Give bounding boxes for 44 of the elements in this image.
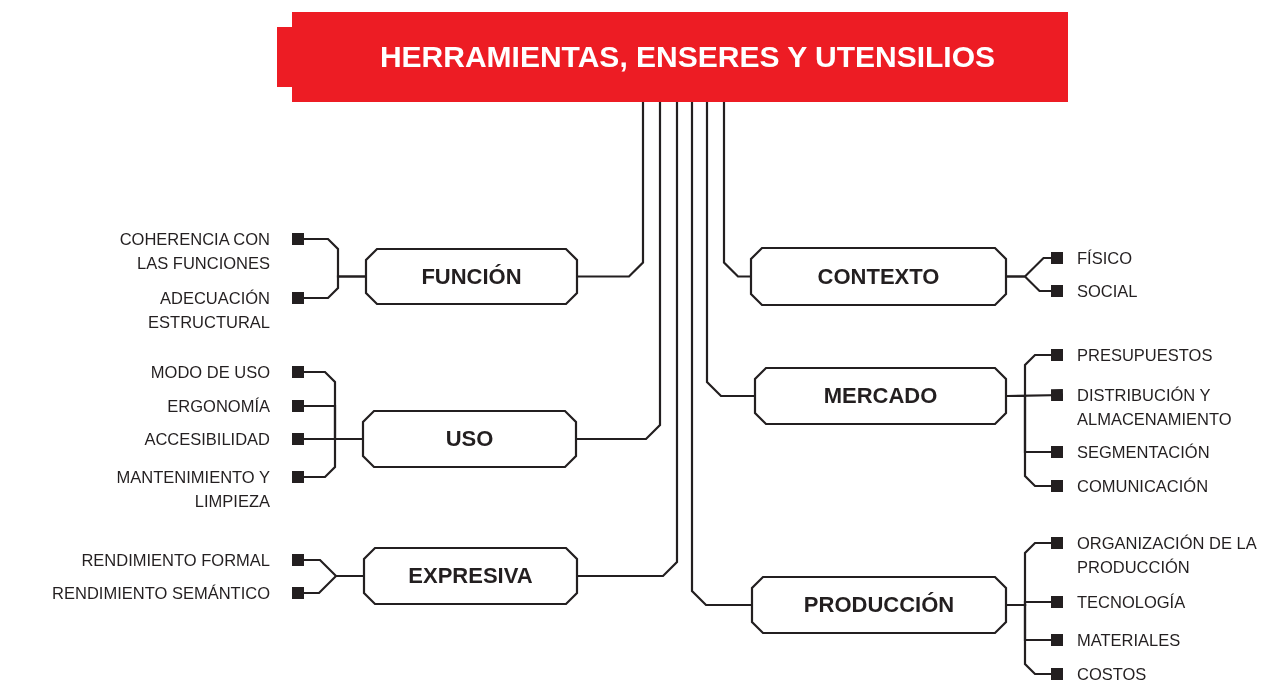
category-box — [750, 247, 1007, 306]
item-label: ADECUACIÓN ESTRUCTURAL — [120, 286, 292, 334]
item-label: PRESUPUESTOS — [1063, 343, 1213, 367]
connector-line — [577, 102, 662, 441]
item-label: COHERENCIA CON LAS FUNCIONES — [105, 227, 292, 275]
connector-line — [1007, 603, 1063, 680]
category-box — [362, 410, 577, 468]
category-box — [363, 547, 578, 605]
connector-line — [578, 102, 645, 278]
category-label: FUNCIÓN — [421, 263, 522, 290]
category-label: MERCADO — [823, 383, 938, 409]
item-label: DISTRIBUCIÓN Y ALMACENAMIENTO — [1063, 383, 1237, 431]
item-label: FÍSICO — [1063, 246, 1132, 270]
item-label: MODO DE USO — [150, 360, 292, 384]
item-label: SEGMENTACIÓN — [1063, 440, 1210, 464]
item-label: ERGONOMÍA — [167, 394, 292, 418]
item-label: MANTENIMIENTO Y LIMPIEZA — [110, 465, 292, 513]
item-label: COSTOS — [1063, 662, 1147, 684]
item-label: MATERIALES — [1063, 628, 1181, 652]
connector-line — [722, 102, 750, 278]
item-label: ORGANIZACIÓN DE LA PRODUCCIÓN — [1063, 531, 1267, 579]
category-box — [365, 248, 578, 305]
category-label: EXPRESIVA — [408, 563, 533, 589]
category-box — [754, 367, 1007, 425]
category-label: CONTEXTO — [817, 263, 940, 290]
connector-line — [1007, 394, 1063, 492]
connector-line — [578, 102, 679, 578]
connector-line — [292, 574, 363, 599]
connector-line — [292, 437, 362, 483]
title-banner — [277, 12, 1068, 102]
item-label: COMUNICACIÓN — [1063, 474, 1209, 498]
connector-line — [1007, 275, 1063, 297]
category-label: USO — [445, 426, 494, 452]
connector-line — [690, 102, 751, 607]
item-label: TECNOLOGÍA — [1063, 590, 1186, 614]
category-box — [751, 576, 1007, 634]
category-label: PRODUCCIÓN — [803, 592, 955, 618]
item-label: RENDIMIENTO FORMAL — [81, 548, 292, 572]
connector-line — [705, 102, 754, 398]
title-text: HERRAMIENTAS, ENSERES Y UTENSILIOS — [378, 40, 996, 74]
connector-line — [292, 275, 365, 304]
item-label: SOCIAL — [1063, 279, 1138, 303]
item-label: RENDIMIENTO SEMÁNTICO — [52, 581, 292, 605]
item-label: ACCESIBILIDAD — [144, 427, 292, 451]
